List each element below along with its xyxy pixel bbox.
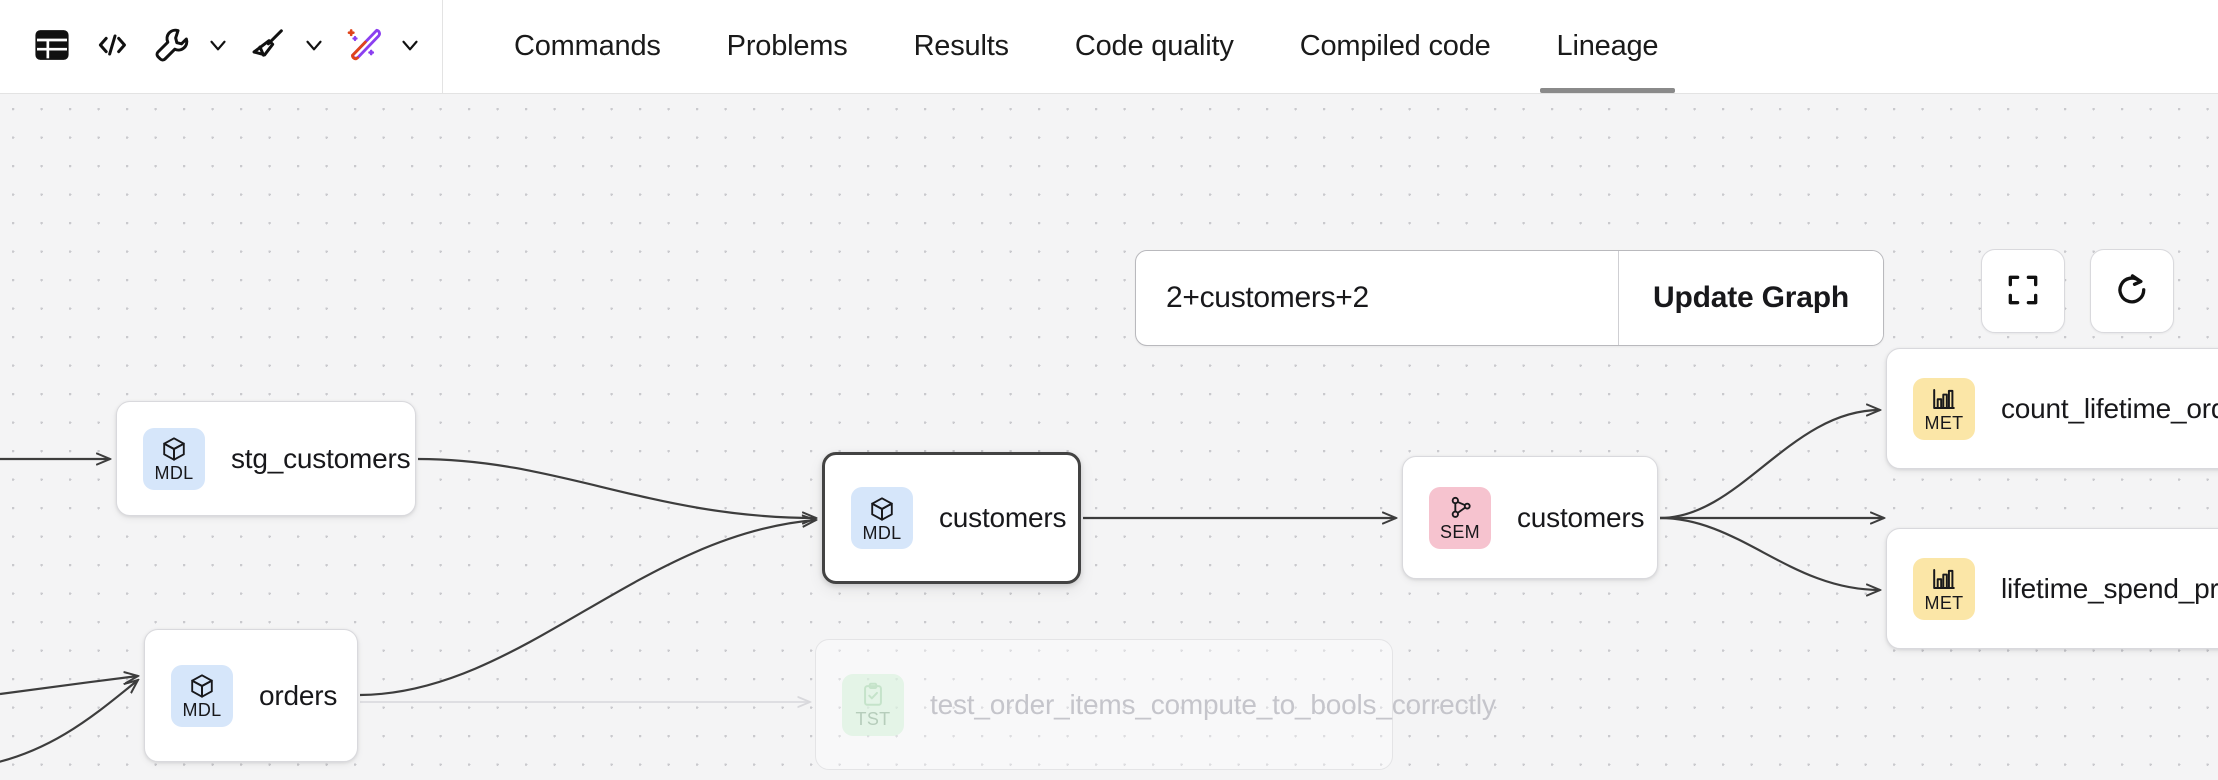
- cube-icon: [868, 495, 896, 523]
- editor-header: Commands Problems Results Code quality C…: [0, 0, 2218, 94]
- node-label: test_order_items_compute_to_bools_correc…: [930, 688, 1496, 720]
- broom-icon: [248, 25, 288, 68]
- tab-lineage[interactable]: Lineage: [1524, 0, 1692, 93]
- ai-dropdown-button[interactable]: [392, 19, 428, 75]
- code-view-icon: [92, 25, 132, 68]
- refresh-icon: [2113, 271, 2151, 312]
- bar-chart-icon: [1930, 565, 1958, 593]
- tab-commands[interactable]: Commands: [514, 30, 661, 62]
- model-badge: MDL: [171, 664, 233, 727]
- badge-label: MET: [1924, 413, 1964, 433]
- chevron-down-icon: [205, 32, 231, 61]
- lineage-search-input[interactable]: [1136, 251, 1618, 345]
- lineage-canvas[interactable]: MDL stg_customers MDL orders: [0, 94, 2218, 780]
- broom-button[interactable]: [240, 19, 296, 75]
- wrench-dropdown-button[interactable]: [200, 19, 236, 75]
- node-label: stg_customers: [231, 442, 411, 474]
- update-graph-button[interactable]: Update Graph: [1618, 251, 1883, 345]
- fit-view-icon: [2004, 271, 2042, 312]
- node-label: orders: [259, 679, 338, 711]
- magic-wand-button[interactable]: [336, 19, 392, 75]
- badge-label: MET: [1924, 593, 1964, 613]
- node-label: count_lifetime_orders: [2001, 392, 2218, 424]
- broom-dropdown-button[interactable]: [296, 19, 332, 75]
- cube-icon: [160, 435, 188, 463]
- node-label: lifetime_spend_pretax: [2001, 572, 2218, 604]
- lineage-node-customers-semantic[interactable]: SEM customers: [1402, 456, 1658, 579]
- magic-wand-icon: [344, 25, 384, 68]
- bar-chart-icon: [1930, 385, 1958, 413]
- editor-toolbar: [0, 0, 443, 93]
- chevron-down-icon: [397, 32, 423, 61]
- chevron-down-icon: [301, 32, 327, 61]
- tab-compiled-code[interactable]: Compiled code: [1299, 30, 1491, 62]
- refresh-button[interactable]: [2090, 249, 2174, 333]
- format-group: [240, 19, 332, 75]
- tab-problems[interactable]: Problems: [726, 30, 848, 62]
- cube-icon: [188, 672, 216, 700]
- wrench-button[interactable]: [144, 19, 200, 75]
- tab-code-quality[interactable]: Code quality: [1074, 30, 1234, 62]
- code-view-button[interactable]: [84, 19, 140, 75]
- clipboard-check-icon: [859, 681, 887, 709]
- tab-results[interactable]: Results: [913, 30, 1010, 62]
- badge-label: MDL: [862, 522, 902, 543]
- ai-group: [336, 19, 428, 75]
- tools-group: [144, 19, 236, 75]
- lineage-search-bar: Update Graph: [1135, 250, 1884, 346]
- lineage-node-test-order-items[interactable]: TST test_order_items_compute_to_bools_co…: [815, 639, 1496, 770]
- lineage-node-count-lifetime-orders[interactable]: MET count_lifetime_orders: [1886, 348, 2218, 469]
- metric-badge: MET: [1913, 377, 1975, 440]
- node-label: customers: [939, 502, 1067, 533]
- lineage-view-controls: [1981, 249, 2174, 333]
- test-badge: TST: [842, 673, 904, 736]
- lineage-node-stg-customers[interactable]: MDL stg_customers: [116, 401, 416, 516]
- metric-badge: MET: [1913, 557, 1975, 620]
- lineage-node-orders[interactable]: MDL orders: [144, 629, 358, 762]
- table-view-icon: [32, 25, 72, 68]
- panel-tabs: Commands Problems Results Code quality C…: [443, 0, 1691, 93]
- badge-label: TST: [855, 709, 891, 729]
- model-badge: MDL: [143, 427, 205, 490]
- lineage-node-lifetime-spend-pretax[interactable]: MET lifetime_spend_pretax: [1886, 528, 2218, 649]
- model-badge: MDL: [851, 487, 913, 549]
- badge-label: SEM: [1440, 522, 1480, 542]
- wrench-icon: [152, 25, 192, 68]
- node-label: customers: [1517, 501, 1645, 533]
- fit-view-button[interactable]: [1981, 249, 2065, 333]
- semantic-badge: SEM: [1429, 486, 1491, 549]
- graph-nodes-icon: [1446, 494, 1474, 522]
- badge-label: MDL: [154, 463, 194, 483]
- table-view-button[interactable]: [24, 19, 80, 75]
- lineage-node-customers-model[interactable]: MDL customers: [822, 452, 1081, 584]
- badge-label: MDL: [182, 700, 222, 720]
